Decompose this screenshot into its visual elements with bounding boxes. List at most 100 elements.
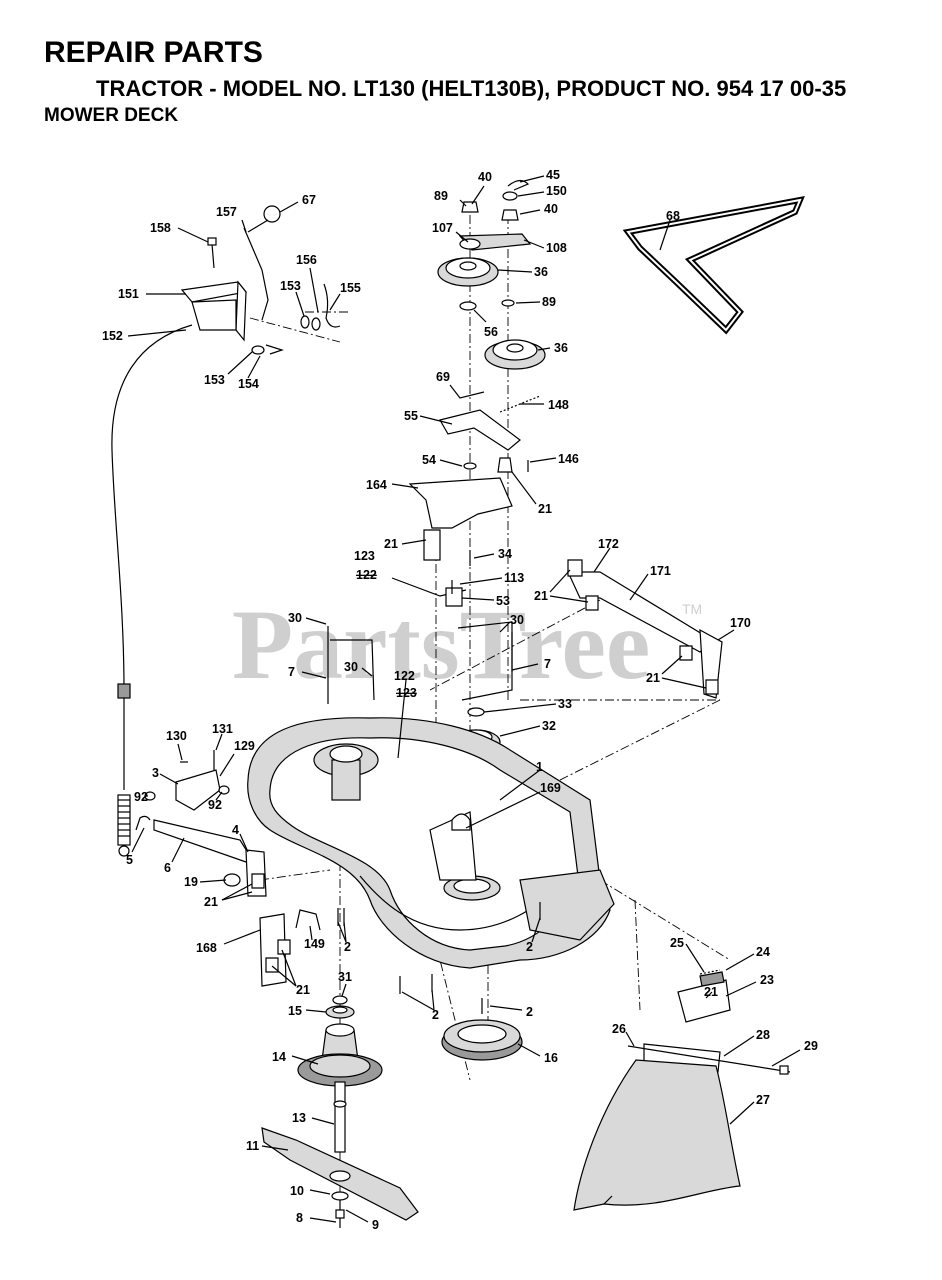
watermark-trademark: TM <box>682 601 702 617</box>
callout-label: 170 <box>730 616 751 630</box>
callout-label: 55 <box>404 409 418 423</box>
callout-label: 123 <box>396 686 417 700</box>
callout-label: 29 <box>804 1039 818 1053</box>
callout-label: 28 <box>756 1028 770 1042</box>
callout-label: 2 <box>432 1008 439 1022</box>
callout-label: 36 <box>534 265 548 279</box>
callout-label: 26 <box>612 1022 626 1036</box>
callout-label: 157 <box>216 205 237 219</box>
callout-label: 152 <box>102 329 123 343</box>
callout-label: 153 <box>204 373 225 387</box>
model-subtitle: TRACTOR - MODEL NO. LT130 (HELT130B), PR… <box>96 76 847 101</box>
callout-label: 36 <box>554 341 568 355</box>
callout-label: 4 <box>232 823 239 837</box>
callout-label: 146 <box>558 452 579 466</box>
callout-label: 69 <box>436 370 450 384</box>
callout-label: 113 <box>504 571 524 585</box>
callout-label: 8 <box>296 1211 303 1225</box>
callout-label: 13 <box>292 1111 306 1125</box>
callout-label: 5 <box>126 853 133 867</box>
callout-label: 130 <box>166 729 187 743</box>
callout-label: 129 <box>234 739 255 753</box>
spindle-shield <box>441 1019 523 1061</box>
callout-label: 2 <box>526 1005 533 1019</box>
height-adjust-lever <box>180 205 341 355</box>
drive-belt <box>622 196 805 335</box>
callout-label: 30 <box>344 660 358 674</box>
discharge-chute <box>573 969 791 1211</box>
callout-label: 27 <box>756 1093 770 1107</box>
callout-label: 151 <box>118 287 139 301</box>
callout-label: 131 <box>212 722 233 736</box>
callout-label: 7 <box>288 665 295 679</box>
callout-label: 2 <box>344 940 351 954</box>
callout-label: 9 <box>372 1218 379 1232</box>
callout-label: 21 <box>538 502 552 516</box>
callout-label: 16 <box>544 1051 558 1065</box>
callout-label: 14 <box>272 1050 286 1064</box>
callout-label: 67 <box>302 193 316 207</box>
callout-label: 33 <box>558 697 572 711</box>
callout-label: 164 <box>366 478 387 492</box>
callout-label: 25 <box>670 936 684 950</box>
side-bracket <box>259 908 345 987</box>
callout-label: 92 <box>208 798 222 812</box>
idler-arm-bracket <box>408 384 541 566</box>
callout-label: 53 <box>496 594 510 608</box>
callout-label: 3 <box>152 766 159 780</box>
deck-bolts <box>399 902 541 1014</box>
blade-spindle-assembly <box>261 995 419 1228</box>
callout-label: 32 <box>542 719 556 733</box>
callout-label: 122 <box>394 669 415 683</box>
callout-label: 108 <box>546 241 567 255</box>
callout-label: 15 <box>288 1004 302 1018</box>
idler-pulley-stack <box>437 179 546 370</box>
callout-label: 21 <box>646 671 660 685</box>
callout-label: 30 <box>288 611 302 625</box>
callout-label: 154 <box>238 377 259 391</box>
callout-label: 56 <box>484 325 498 339</box>
callout-label: 107 <box>432 221 453 235</box>
callout-label: 89 <box>542 295 556 309</box>
callout-label: 172 <box>598 537 619 551</box>
callout-leaders <box>127 175 801 1223</box>
callout-label: 40 <box>478 170 492 184</box>
callout-label: 169 <box>540 781 561 795</box>
callout-label: 6 <box>164 861 171 875</box>
callout-label: 123 <box>354 549 375 563</box>
callout-label: 23 <box>760 973 774 987</box>
callout-label: 158 <box>150 221 171 235</box>
callout-label: 2 <box>526 940 533 954</box>
front-hanger-bracket <box>567 559 723 699</box>
callout-label: 155 <box>340 281 361 295</box>
callout-label: 92 <box>134 790 148 804</box>
callout-label: 21 <box>704 985 718 999</box>
callout-label: 10 <box>290 1184 304 1198</box>
part-callouts: 158 157 67 151 156 153 155 152 153 154 4… <box>102 168 818 1232</box>
callout-label: 156 <box>296 253 317 267</box>
callout-label: 21 <box>534 589 548 603</box>
watermark: PartsTree <box>232 589 650 700</box>
callout-label: 149 <box>304 937 325 951</box>
callout-label: 168 <box>196 941 217 955</box>
callout-label: 68 <box>666 209 680 223</box>
callout-label: 31 <box>338 970 352 984</box>
callout-label: 45 <box>546 168 560 182</box>
callout-label: 150 <box>546 184 567 198</box>
callout-label: 34 <box>498 547 512 561</box>
callout-label: 89 <box>434 189 448 203</box>
callout-label: 54 <box>422 453 436 467</box>
callout-label: 21 <box>296 983 310 997</box>
callout-label: 40 <box>544 202 558 216</box>
callout-label: 19 <box>184 875 198 889</box>
callout-label: 171 <box>650 564 671 578</box>
callout-label: 7 <box>544 657 551 671</box>
callout-label: 21 <box>384 537 398 551</box>
callout-label: 11 <box>246 1139 259 1153</box>
lift-cable <box>111 324 193 857</box>
callout-label: 122 <box>356 568 377 582</box>
callout-label: 153 <box>280 279 301 293</box>
callout-label: 30 <box>510 613 524 627</box>
callout-label: 24 <box>756 945 770 959</box>
